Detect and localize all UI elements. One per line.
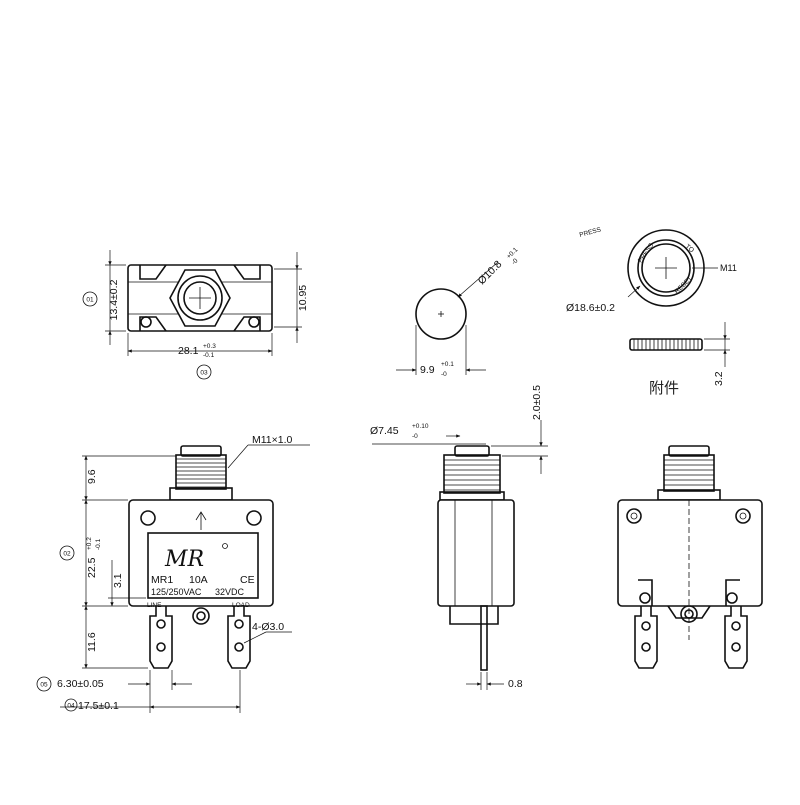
mark-03: 03: [200, 370, 208, 377]
terminal-height-dim: 11.6: [86, 632, 98, 652]
shaft-tol-lower: -0: [412, 433, 418, 440]
voltage-dc-text: 32VDC: [215, 587, 245, 597]
nut-press-caption: PRESS: [579, 226, 603, 239]
button-cap: [415, 288, 467, 340]
side-view: Ø7.45 +0.10 -0 2.0±0.5 0.8: [370, 385, 548, 690]
top-view-body: [127, 264, 273, 332]
button-width-tol-lower: -0: [441, 371, 447, 378]
button-width-dim: 9.9: [420, 364, 435, 376]
top-width-tol-upper: +0.3: [203, 343, 216, 350]
mark-05: 05: [40, 682, 48, 689]
button-width-tol-upper: +0.1: [441, 361, 454, 368]
thread-callout: M11×1.0: [252, 434, 293, 446]
nut-view: PRESS PRESS TO RESET M11 Ø18.6±0.2 3.2 附…: [566, 226, 737, 397]
load-label: LOAD: [232, 602, 250, 609]
button-diameter-tol-lower: -0: [510, 257, 519, 266]
nut-reset-label: RESET: [673, 275, 693, 295]
nut-to-label: TO: [684, 243, 695, 254]
thread-height-dim: 9.6: [86, 469, 98, 484]
voltage-ac-text: 125/250VAC: [151, 587, 202, 597]
top-height-dim: 13.4±0.2: [108, 279, 120, 320]
top-inner-dim: 10.95: [297, 285, 309, 311]
body-height-tol-lower: -0.1: [95, 538, 102, 550]
model-text: MR1: [151, 574, 173, 586]
terminal-thickness-dim: 0.8: [508, 678, 523, 690]
nut-thickness-dim: 3.2: [713, 371, 725, 386]
label-height-dim: 3.1: [112, 573, 124, 588]
top-width-tol-lower: -0.1: [203, 352, 215, 359]
button-height-dim: 2.0±0.5: [531, 385, 543, 420]
nut-thread-label: M11: [720, 263, 737, 273]
mark-01: 01: [86, 297, 94, 304]
ce-mark: CE: [240, 574, 255, 586]
mark-02: 02: [63, 551, 71, 558]
top-width-dim: 28.1: [178, 345, 199, 357]
terminal-width-dim: 6.30±0.05: [57, 678, 104, 690]
front-view: MR MR1 10A CE 125/250VAC 32VDC LINE LOAD…: [36, 434, 310, 713]
front-body: [128, 499, 274, 607]
rear-view: [617, 445, 763, 669]
shaft-diameter-dim: Ø7.45: [370, 425, 399, 437]
line-label: LINE: [147, 602, 162, 609]
nut-diameter-dim: Ø18.6±0.2: [566, 302, 615, 314]
rating-text: 10A: [189, 574, 208, 586]
side-body: [437, 499, 515, 607]
terminal-pitch-dim: 17.5±0.1: [78, 700, 119, 712]
mark-04: 04: [67, 703, 75, 710]
brand-logo: MR: [164, 547, 204, 572]
button-diameter-dim: Ø10.8: [476, 258, 505, 287]
nut-press-label: PRESS: [637, 242, 656, 265]
rating-label: [147, 532, 259, 599]
shaft-tol-upper: +0.10: [412, 423, 429, 430]
top-view: 13.4±0.2 01 10.95 28.1 +0.3 -0.1 03: [82, 250, 309, 380]
body-height-dim: 22.5: [86, 557, 98, 578]
body-height-tol-upper: +0.2: [86, 537, 93, 550]
button-view: Ø10.8 +0.1 -0 9.9 +0.1 -0: [396, 246, 520, 378]
accessory-label: 附件: [649, 379, 679, 397]
holes-dim: 4-Ø3.0: [252, 621, 284, 633]
